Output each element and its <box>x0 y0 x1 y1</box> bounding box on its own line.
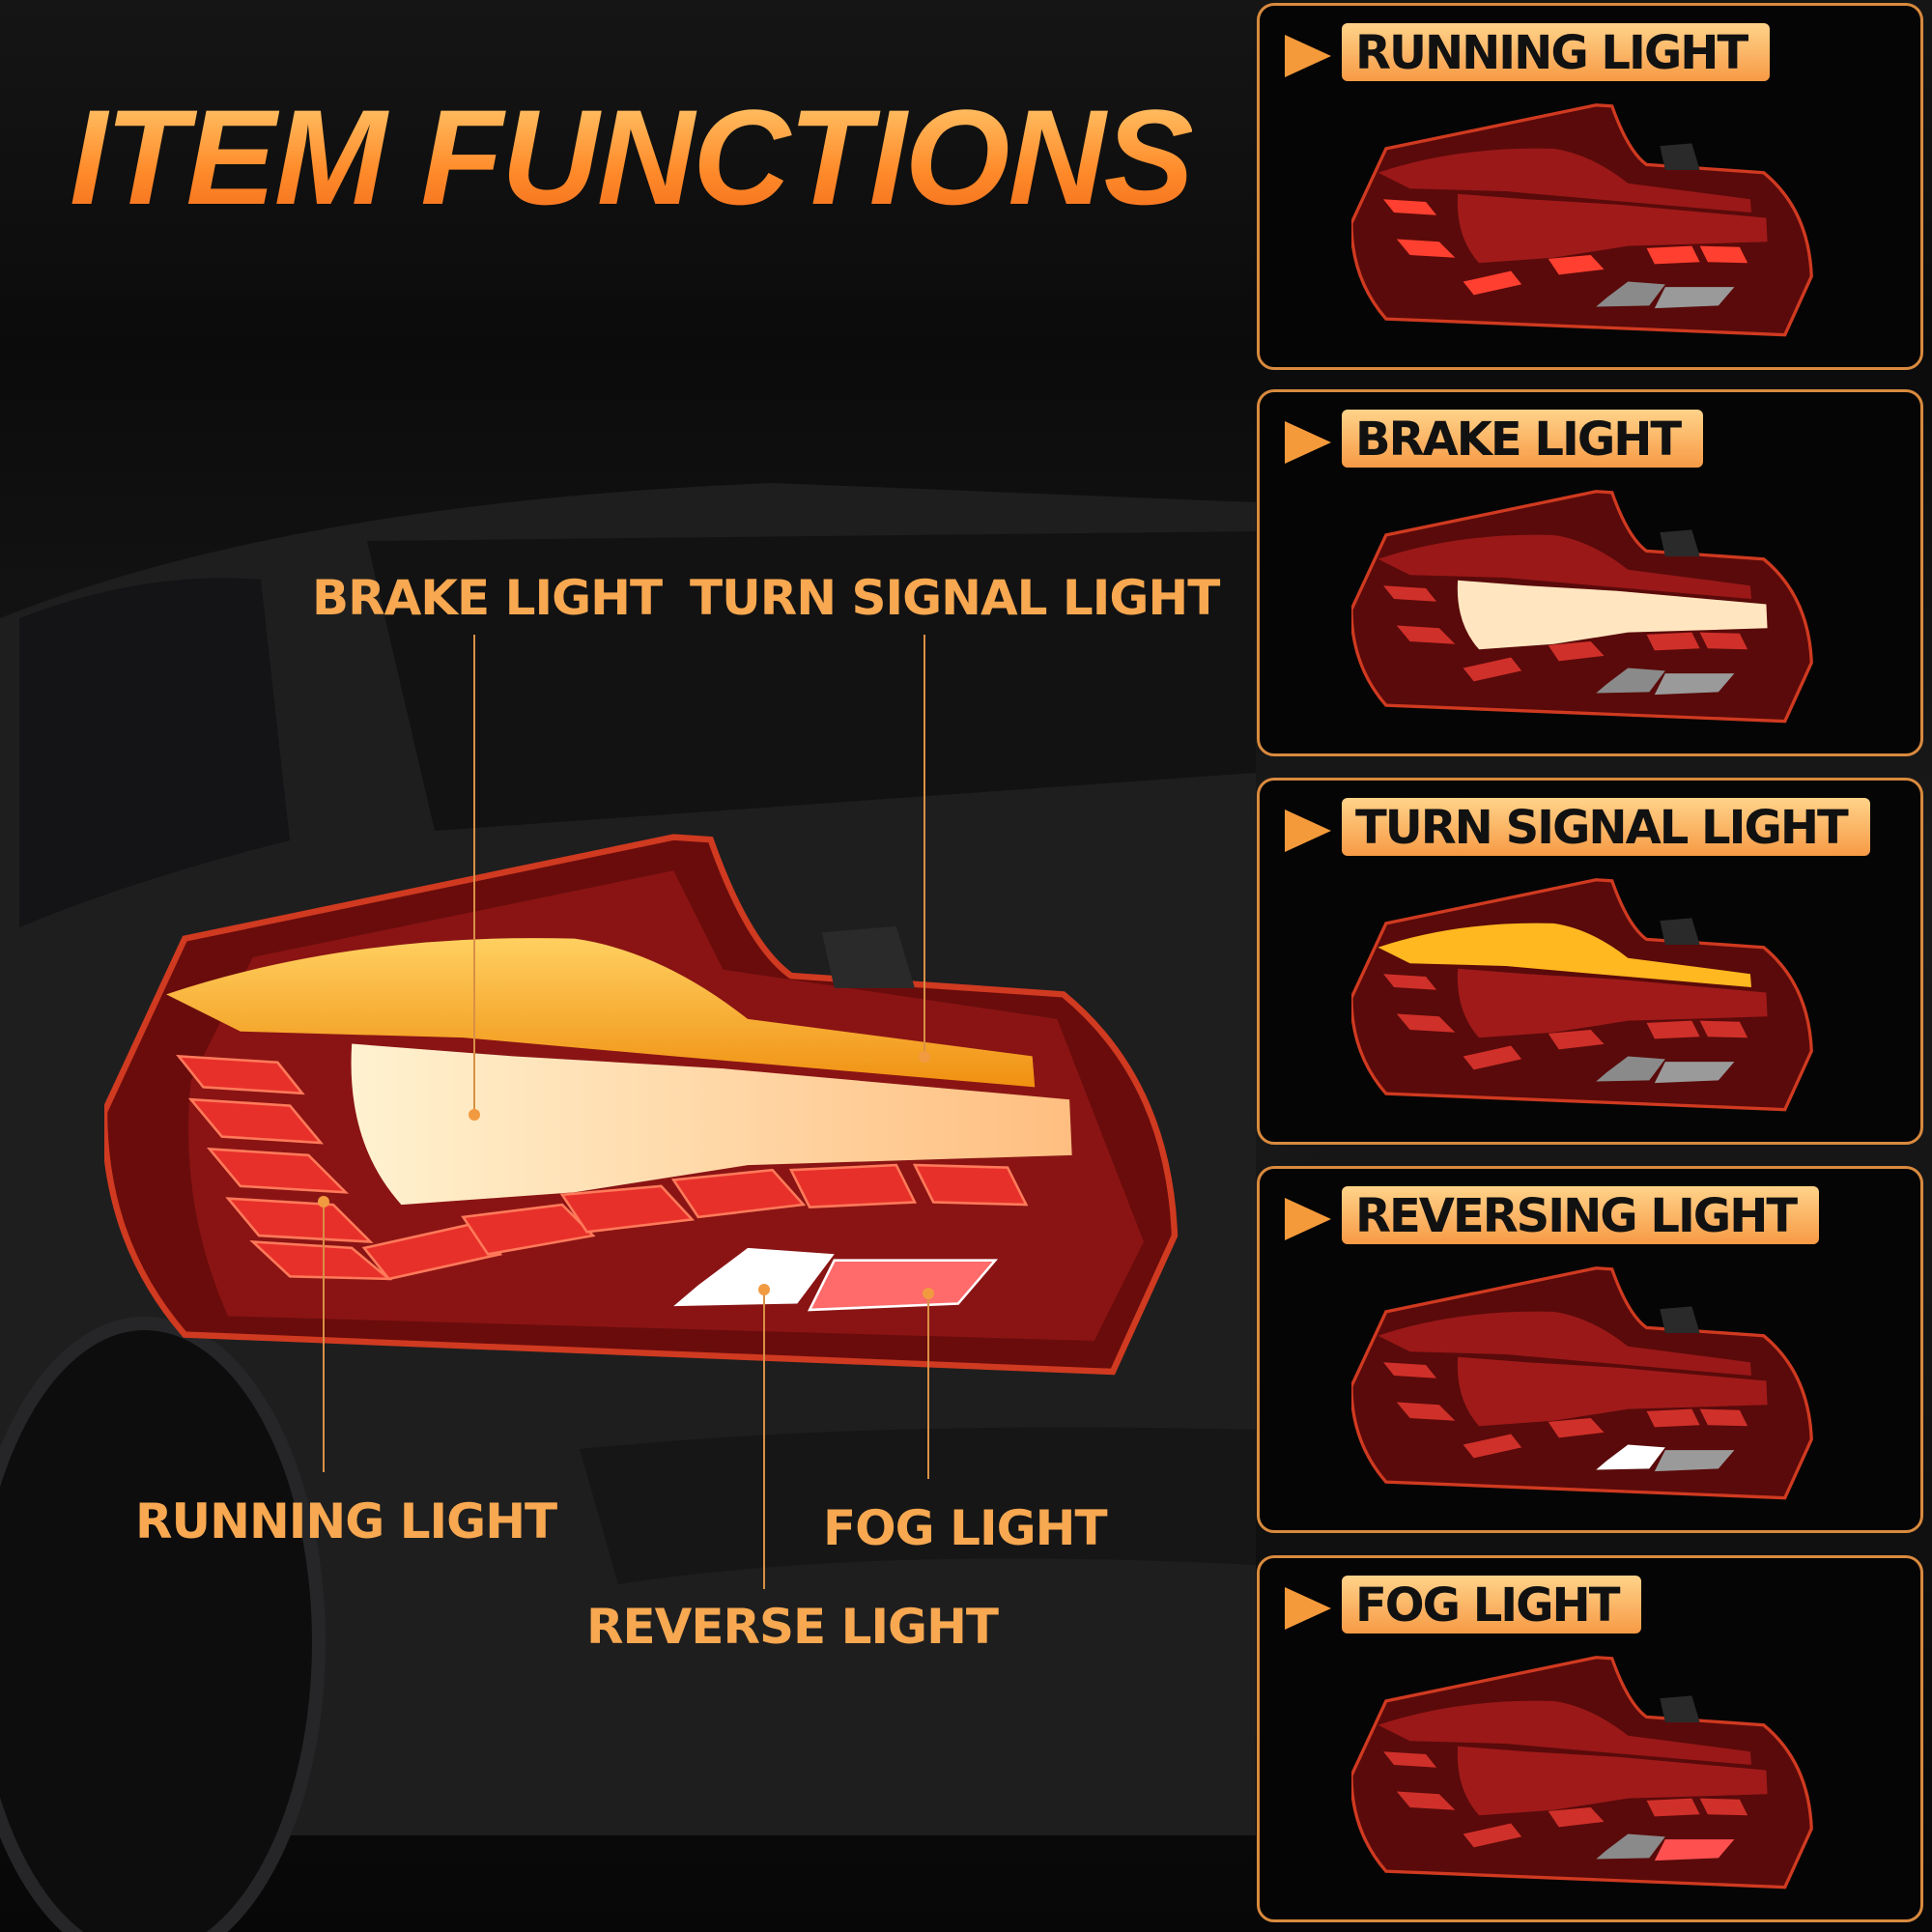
arrow-icon <box>1285 421 1331 464</box>
turn-signal-band <box>1378 534 1752 599</box>
turn-signal-band <box>1378 1311 1752 1376</box>
fog-light <box>1654 673 1735 696</box>
arrow-icon <box>1285 810 1331 852</box>
reverse-leader-line <box>763 1290 765 1589</box>
running-light-chevrons <box>176 1054 1029 1281</box>
panel-label: FOG LIGHT <box>1342 1576 1642 1634</box>
running-light-chevrons <box>1383 974 1748 1070</box>
fog-light <box>1654 1062 1735 1084</box>
page-title: ITEM FUNCTIONS <box>70 81 1194 233</box>
turn-leader-line <box>923 635 925 1057</box>
tail-light-thumbnail <box>1351 1266 1813 1500</box>
callout-fog-light: FOG LIGHT <box>823 1500 1108 1556</box>
callout-reverse-light: REVERSE LIGHT <box>586 1599 999 1655</box>
reverse-light <box>1596 668 1665 694</box>
tail-light-thumbnail <box>1351 878 1813 1112</box>
panel-label: RUNNING LIGHT <box>1342 23 1771 81</box>
panel-label: BRAKE LIGHT <box>1342 410 1704 468</box>
function-panel-brake: BRAKE LIGHT <box>1257 389 1923 756</box>
fog-light <box>1654 1839 1735 1861</box>
brake-zone <box>351 1043 1072 1206</box>
function-panel-turn: TURN SIGNAL LIGHT <box>1257 778 1923 1145</box>
tail-light-thumbnail <box>1351 103 1813 337</box>
panel-label: TURN SIGNAL LIGHT <box>1342 798 1870 856</box>
brake-marker <box>469 1109 480 1121</box>
brake-zone <box>1457 193 1768 264</box>
reverse-marker <box>758 1284 770 1295</box>
turn-signal-band <box>1378 148 1752 213</box>
fog-marker <box>923 1288 934 1299</box>
turn-marker <box>919 1051 930 1063</box>
brake-leader-line <box>473 635 475 1115</box>
reverse-light <box>1596 1056 1665 1082</box>
brake-zone <box>1457 1746 1768 1816</box>
fog-light <box>1654 1450 1735 1472</box>
function-panel-running: RUNNING LIGHT <box>1257 3 1923 370</box>
turn-signal-band <box>1378 923 1752 987</box>
function-panel-reverse: REVERSING LIGHT <box>1257 1166 1923 1533</box>
running-marker <box>318 1196 329 1208</box>
arrow-icon <box>1285 35 1331 77</box>
callout-turn-signal-light: TURN SIGNAL LIGHT <box>690 570 1220 626</box>
reverse-light <box>1596 1833 1665 1860</box>
main-tail-light <box>104 834 1179 1376</box>
turn-signal-band <box>1378 1700 1752 1765</box>
arrow-icon <box>1285 1198 1331 1240</box>
running-leader-line <box>323 1202 325 1472</box>
brake-zone <box>1457 580 1768 650</box>
reverse-light <box>1596 1444 1665 1470</box>
callout-brake-light: BRAKE LIGHT <box>312 570 663 626</box>
running-light-chevrons <box>1383 1751 1748 1848</box>
arrow-icon <box>1285 1587 1331 1630</box>
fog-light <box>807 1259 999 1312</box>
running-light-chevrons <box>1383 199 1748 296</box>
running-light-chevrons <box>1383 585 1748 682</box>
fog-light <box>1654 287 1735 309</box>
function-panel-fog: FOG LIGHT <box>1257 1555 1923 1922</box>
reverse-light <box>673 1247 835 1307</box>
fog-leader-line <box>927 1293 929 1479</box>
panel-label: REVERSING LIGHT <box>1342 1186 1820 1244</box>
reverse-light <box>1596 281 1665 307</box>
brake-zone <box>1457 1356 1768 1427</box>
turn-signal-band <box>166 938 1036 1088</box>
brake-zone <box>1457 968 1768 1038</box>
tail-light-thumbnail <box>1351 490 1813 724</box>
tail-light-thumbnail <box>1351 1656 1813 1889</box>
callout-running-light: RUNNING LIGHT <box>135 1493 557 1549</box>
running-light-chevrons <box>1383 1362 1748 1459</box>
